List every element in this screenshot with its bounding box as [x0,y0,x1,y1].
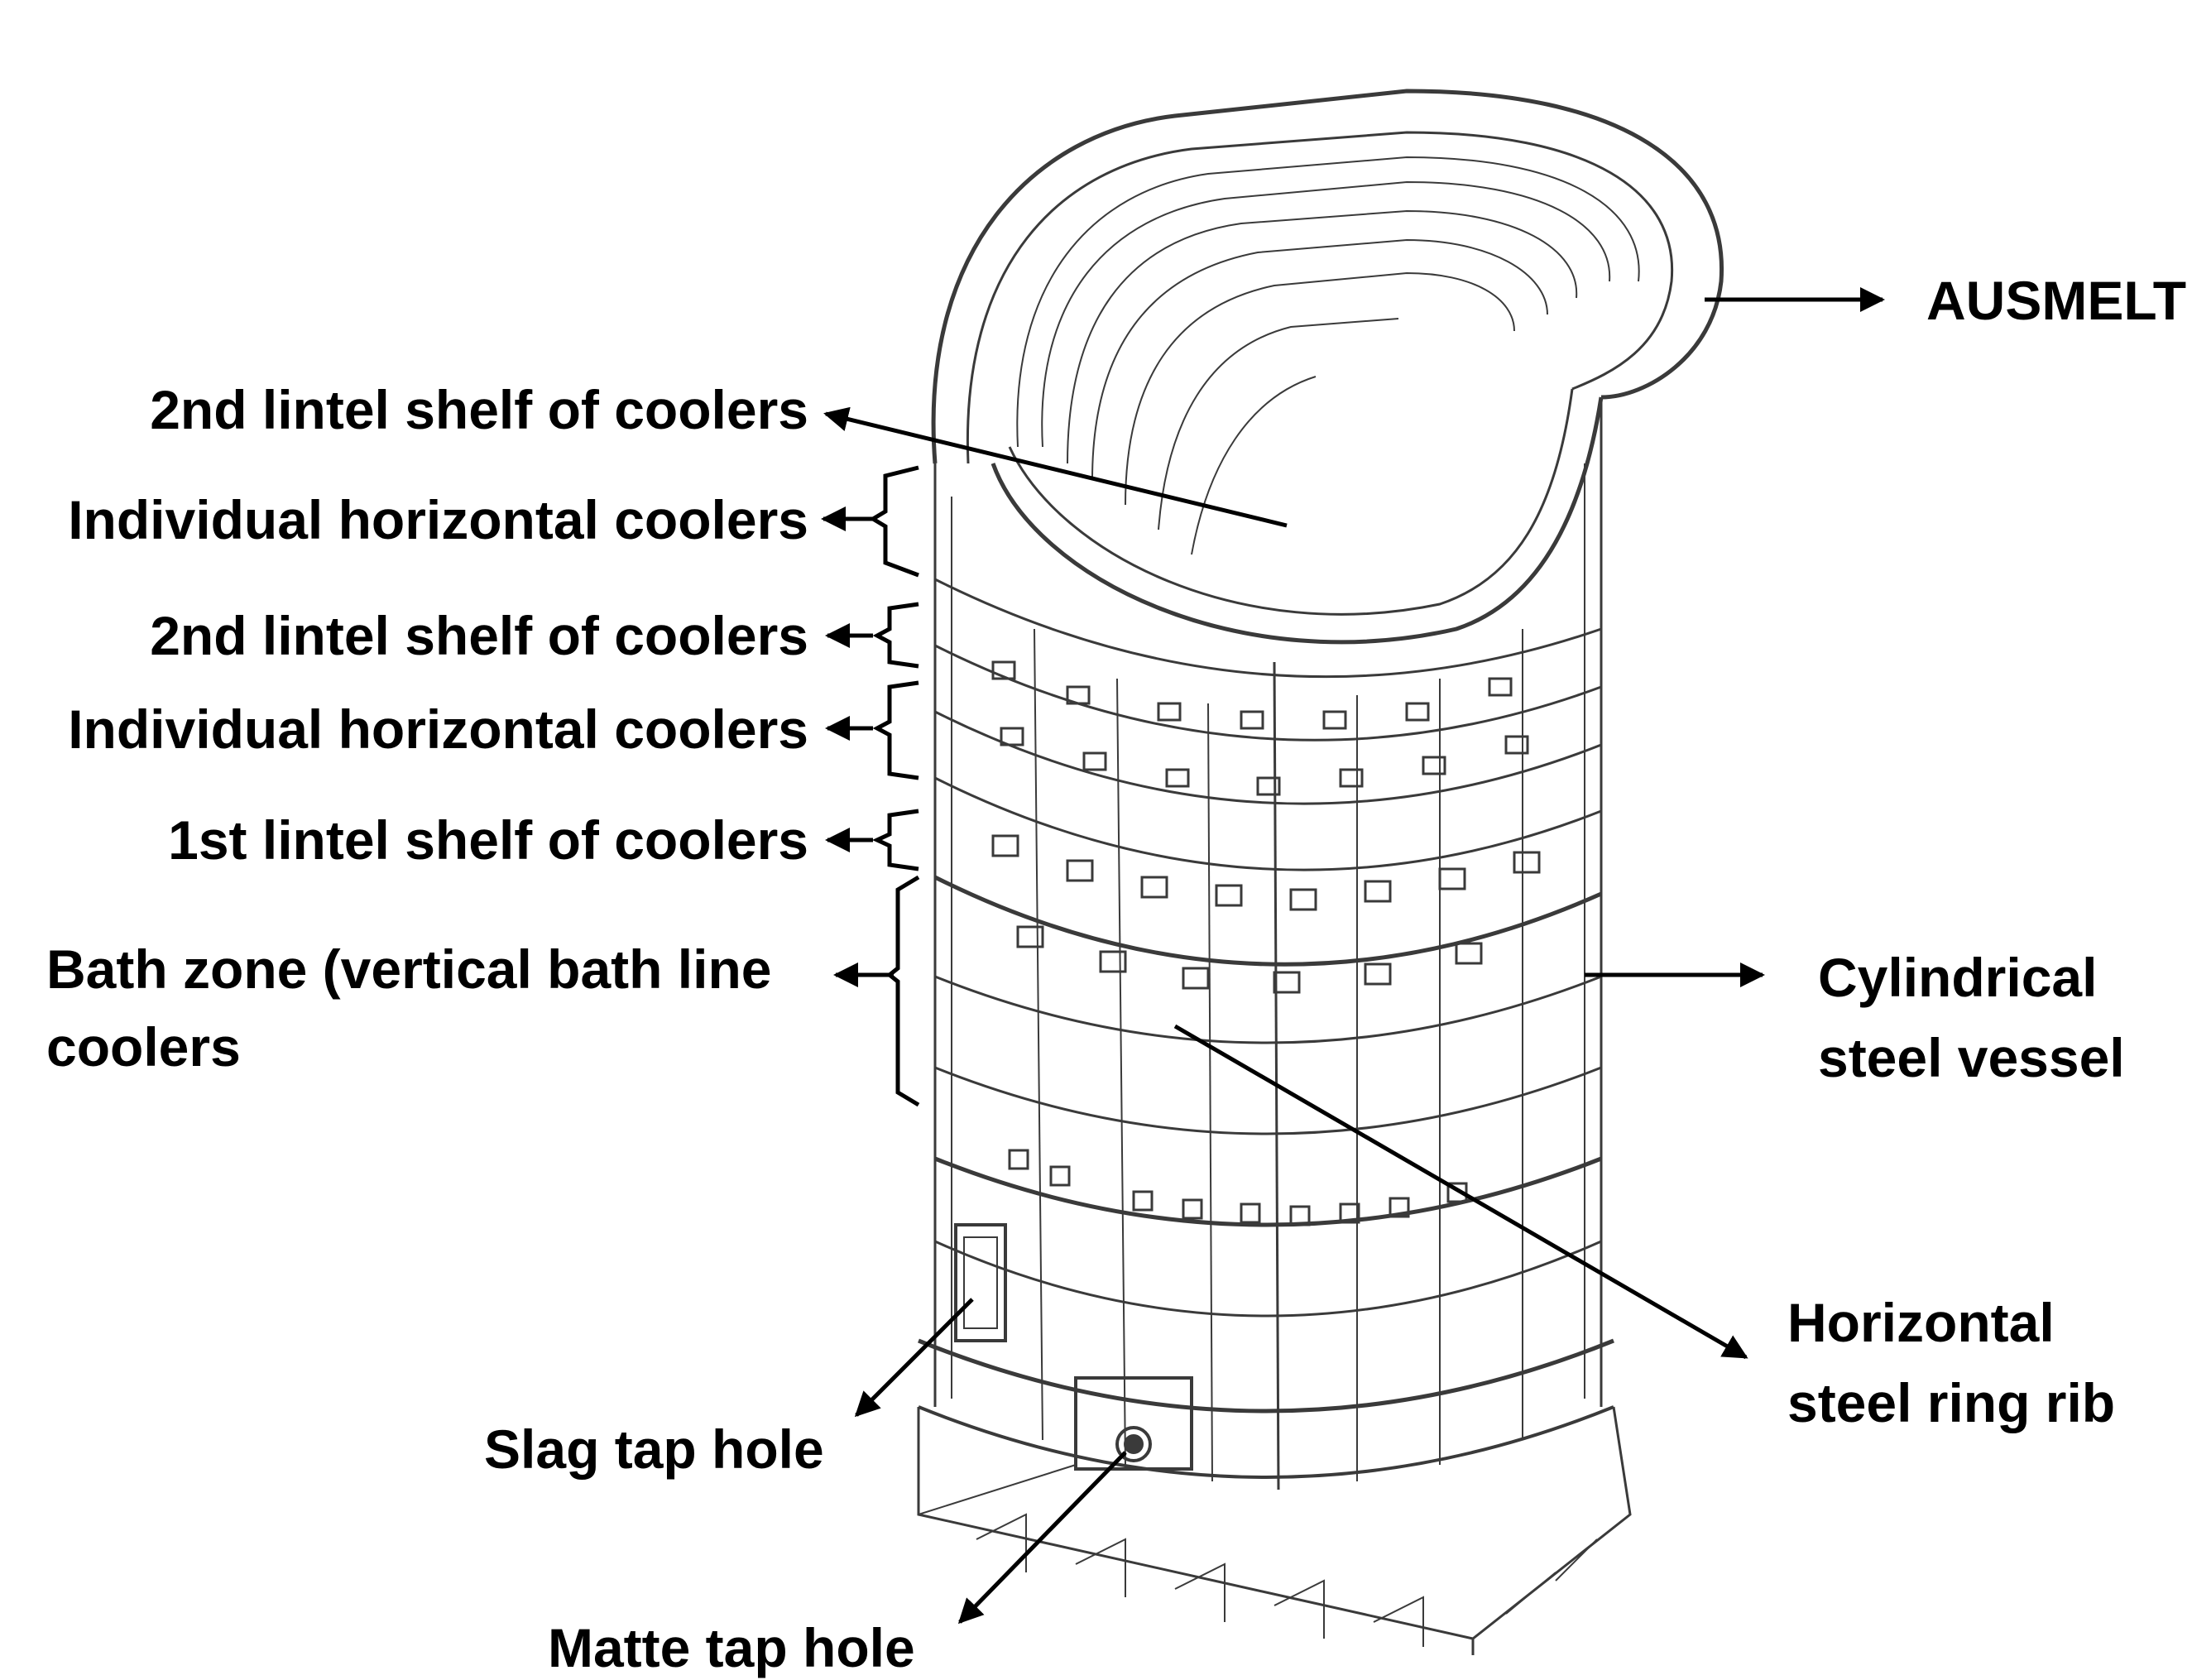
slag-tap-hole-label: Slag tap hole [484,1418,824,1480]
lintel-shelf-2-top-arrow [823,406,1288,528]
slag-tap-arrow [854,1298,974,1418]
lintel-shelf-2-top-label: 2nd lintel shelf of coolers [150,379,808,440]
individual-coolers-top-label: Individual horizontal coolers [68,489,808,550]
left-braces [869,465,920,1107]
cylindrical-label-line1: Cylindrical [1818,947,2098,1008]
ausmelt-label: AUSMELT [1926,270,2187,331]
matte-tap-plate [1074,1376,1193,1471]
ring-rib-label-line1: Horizontal [1787,1292,2055,1353]
brace-bath-zone [885,875,920,1107]
brace-lintel-1 [872,809,919,871]
lintel-shelf-2-label: 2nd lintel shelf of coolers [150,605,808,666]
bath-zone-label-line1: Bath zone (vertical bath line [46,938,772,1000]
cooler-blocks [991,660,1541,1226]
furnace-top-rim [931,89,1724,645]
matte-tap-arrow [957,1451,1127,1625]
slag-tap-plate [954,1223,1007,1342]
brace-individual-top [869,465,919,578]
ring-rib-label-line2: steel ring rib [1787,1372,2116,1433]
matte-tap-hole-label: Matte tap hole [548,1617,915,1678]
furnace-vessel [917,397,1632,1655]
brace-individual [872,680,919,780]
lintel-shelf-1-label: 1st lintel shelf of coolers [168,809,808,871]
bath-zone-label-line2: coolers [46,1016,241,1078]
brace-lintel-2 [872,602,919,669]
ring-rib-arrow [1173,1024,1748,1360]
cylindrical-label-line2: steel vessel [1818,1027,2125,1088]
individual-coolers-label: Individual horizontal coolers [68,698,808,760]
